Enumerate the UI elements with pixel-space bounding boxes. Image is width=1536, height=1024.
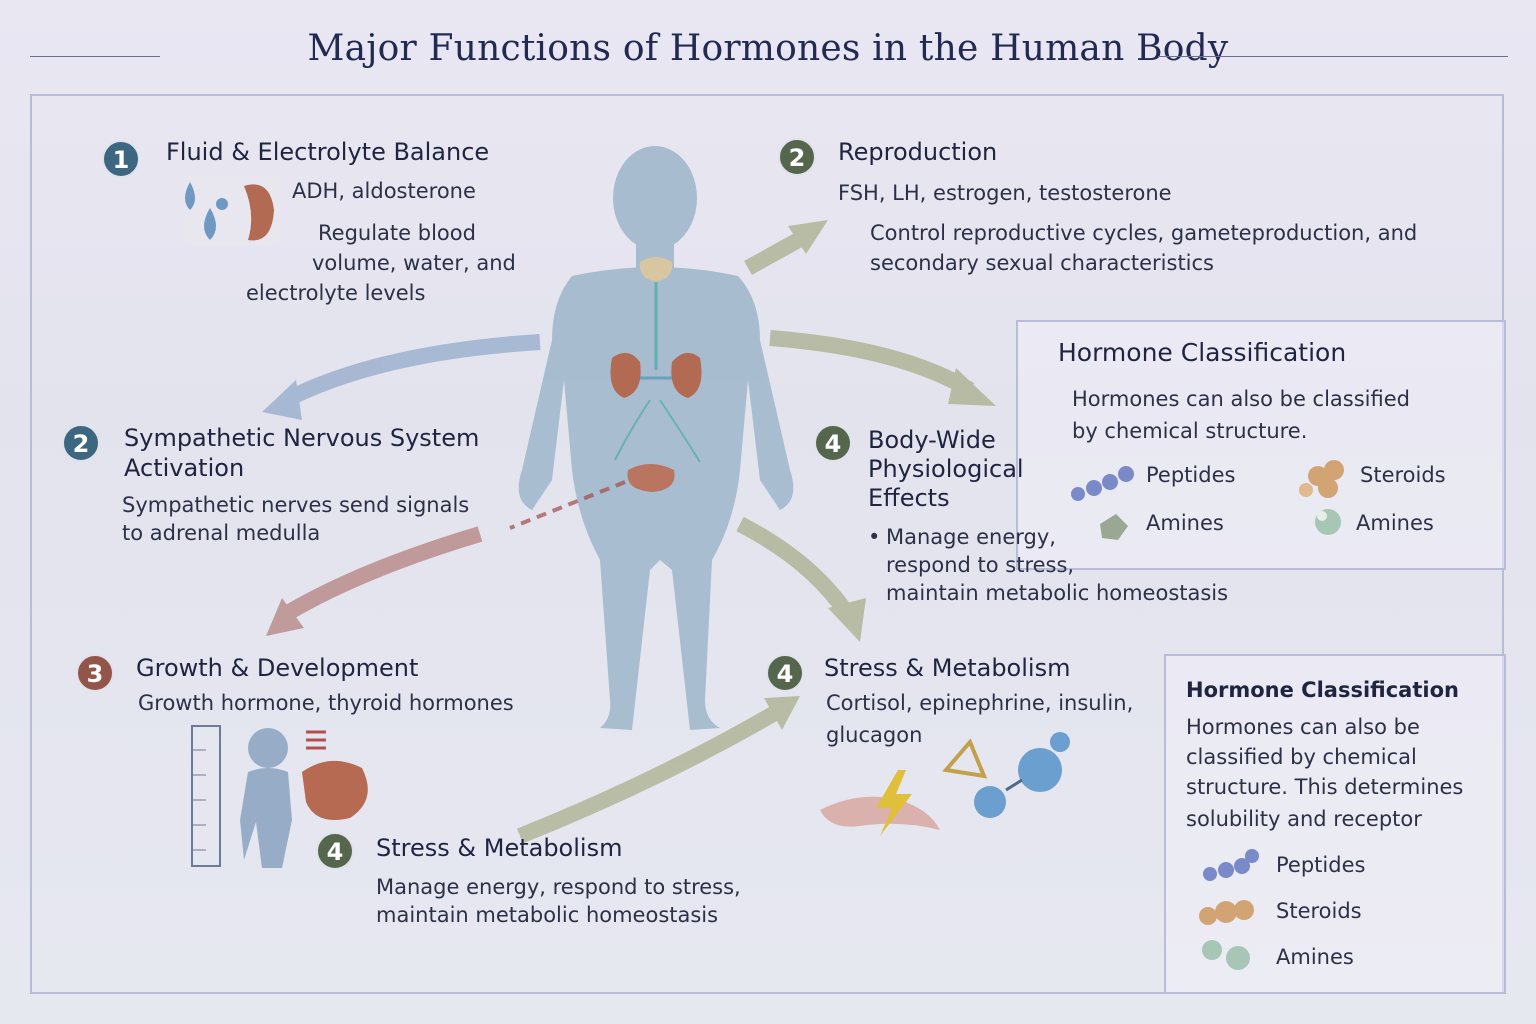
classification-top-item-steroids: Steroids bbox=[1360, 463, 1446, 487]
steroids-icon-top bbox=[1299, 460, 1344, 498]
classification-bottom-heading: Hormone Classification bbox=[1186, 678, 1459, 702]
fluid-number-badge: 1 bbox=[102, 140, 140, 178]
sympathetic-number-badge: 2 bbox=[62, 424, 100, 462]
bodywide-desc-line-2: respond to stress, bbox=[886, 553, 1075, 577]
bodywide-heading-line-3: Effects bbox=[868, 484, 950, 512]
fluid-heading: Fluid & Electrolyte Balance bbox=[166, 138, 490, 166]
fluid-desc-line-2: volume, water, and bbox=[312, 251, 516, 275]
classification-top-item-amines-left: Amines bbox=[1146, 511, 1224, 535]
classification-top-desc-line-1: Hormones can also be classified bbox=[1072, 387, 1410, 411]
classification-top-item-peptides: Peptides bbox=[1146, 463, 1236, 487]
amines-icon-top-right bbox=[1315, 509, 1341, 535]
fluid-desc-line-1: Regulate blood bbox=[318, 221, 476, 245]
steroids-icon-bottom bbox=[1199, 900, 1254, 925]
bodywide-heading-line-2: Physiological bbox=[868, 455, 1024, 483]
growth-chart-child-icon bbox=[191, 725, 368, 868]
sympathetic-heading-line-2: Activation bbox=[124, 454, 245, 482]
classification-bottom-desc-line-1: Hormones can also be bbox=[1186, 715, 1420, 739]
peptides-icon-top bbox=[1071, 466, 1134, 501]
reproduction-desc-line-2: secondary sexual characteristics bbox=[870, 251, 1214, 275]
reproduction-desc-line-1: Control reproductive cycles, gameteprodu… bbox=[870, 221, 1418, 245]
page-title: Major Functions of Hormones in the Human… bbox=[307, 28, 1229, 69]
classification-top-desc-line-2: by chemical structure. bbox=[1072, 419, 1308, 443]
stress-bottom-number-badge: 4 bbox=[316, 832, 354, 870]
stress-right-heading: Stress & Metabolism bbox=[824, 654, 1071, 682]
internal-organs bbox=[610, 257, 702, 492]
reproduction-heading: Reproduction bbox=[838, 138, 998, 166]
classification-top-heading: Hormone Classification bbox=[1058, 338, 1347, 367]
classification-bottom-item-peptides: Peptides bbox=[1276, 853, 1366, 877]
growth-number-badge: 3 bbox=[76, 654, 114, 692]
amines-icon-top-left bbox=[1100, 514, 1128, 540]
peptides-icon-bottom bbox=[1203, 849, 1259, 881]
classification-bottom-desc-line-2: classified by chemical bbox=[1186, 745, 1417, 769]
classification-bottom-item-steroids: Steroids bbox=[1276, 899, 1362, 923]
classification-bottom-item-amines: Amines bbox=[1276, 945, 1354, 969]
stress-bottom-desc-line-1: Manage energy, respond to stress, bbox=[376, 875, 741, 899]
stress-right-number-badge: 4 bbox=[766, 654, 804, 692]
reproduction-hormones: FSH, LH, estrogen, testosterone bbox=[838, 181, 1172, 205]
bodywide-desc-line-1: Manage energy, bbox=[886, 525, 1056, 549]
lightning-molecule-icon bbox=[820, 732, 1070, 836]
classification-panel-bottom bbox=[1164, 654, 1506, 994]
reproduction-number-badge: 2 bbox=[778, 138, 816, 176]
stress-bottom-heading: Stress & Metabolism bbox=[376, 834, 623, 862]
stress-right-hormones-line-1: Cortisol, epinephrine, insulin, bbox=[826, 691, 1134, 715]
title-rule-right bbox=[1158, 56, 1508, 57]
stress-bottom-desc-line-2: maintain metabolic homeostasis bbox=[376, 903, 719, 927]
classification-bottom-desc-line-4: solubility and receptor bbox=[1186, 807, 1422, 831]
sympathetic-desc-line-2: to adrenal medulla bbox=[122, 521, 321, 545]
classification-top-item-amines-right: Amines bbox=[1356, 511, 1434, 535]
sympathetic-desc-line-1: Sympathetic nerves send signals bbox=[122, 493, 470, 517]
title-rule-left bbox=[30, 56, 160, 57]
flow-arrows bbox=[262, 220, 996, 844]
fluid-hormones: ADH, aldosterone bbox=[292, 179, 476, 203]
stress-right-hormones-line-2: glucagon bbox=[826, 723, 923, 747]
bodywide-desc-line-3: maintain metabolic homeostasis bbox=[886, 581, 1229, 605]
bodywide-heading-line-1: Body-Wide bbox=[868, 426, 996, 454]
fluid-desc-line-3: electrolyte levels bbox=[246, 281, 426, 305]
bodywide-number-badge: 4 bbox=[814, 424, 852, 462]
classification-panel-top bbox=[1016, 320, 1506, 570]
human-body-figure bbox=[518, 146, 794, 730]
growth-heading: Growth & Development bbox=[136, 654, 419, 682]
water-drops-kidney-icon bbox=[184, 176, 280, 246]
amines-icon-bottom bbox=[1202, 940, 1250, 970]
growth-hormones: Growth hormone, thyroid hormones bbox=[138, 691, 514, 715]
bodywide-bullet: • bbox=[868, 525, 881, 549]
classification-bottom-desc-line-3: structure. This determines bbox=[1186, 775, 1464, 799]
sympathetic-heading-line-1: Sympathetic Nervous System bbox=[124, 424, 480, 452]
